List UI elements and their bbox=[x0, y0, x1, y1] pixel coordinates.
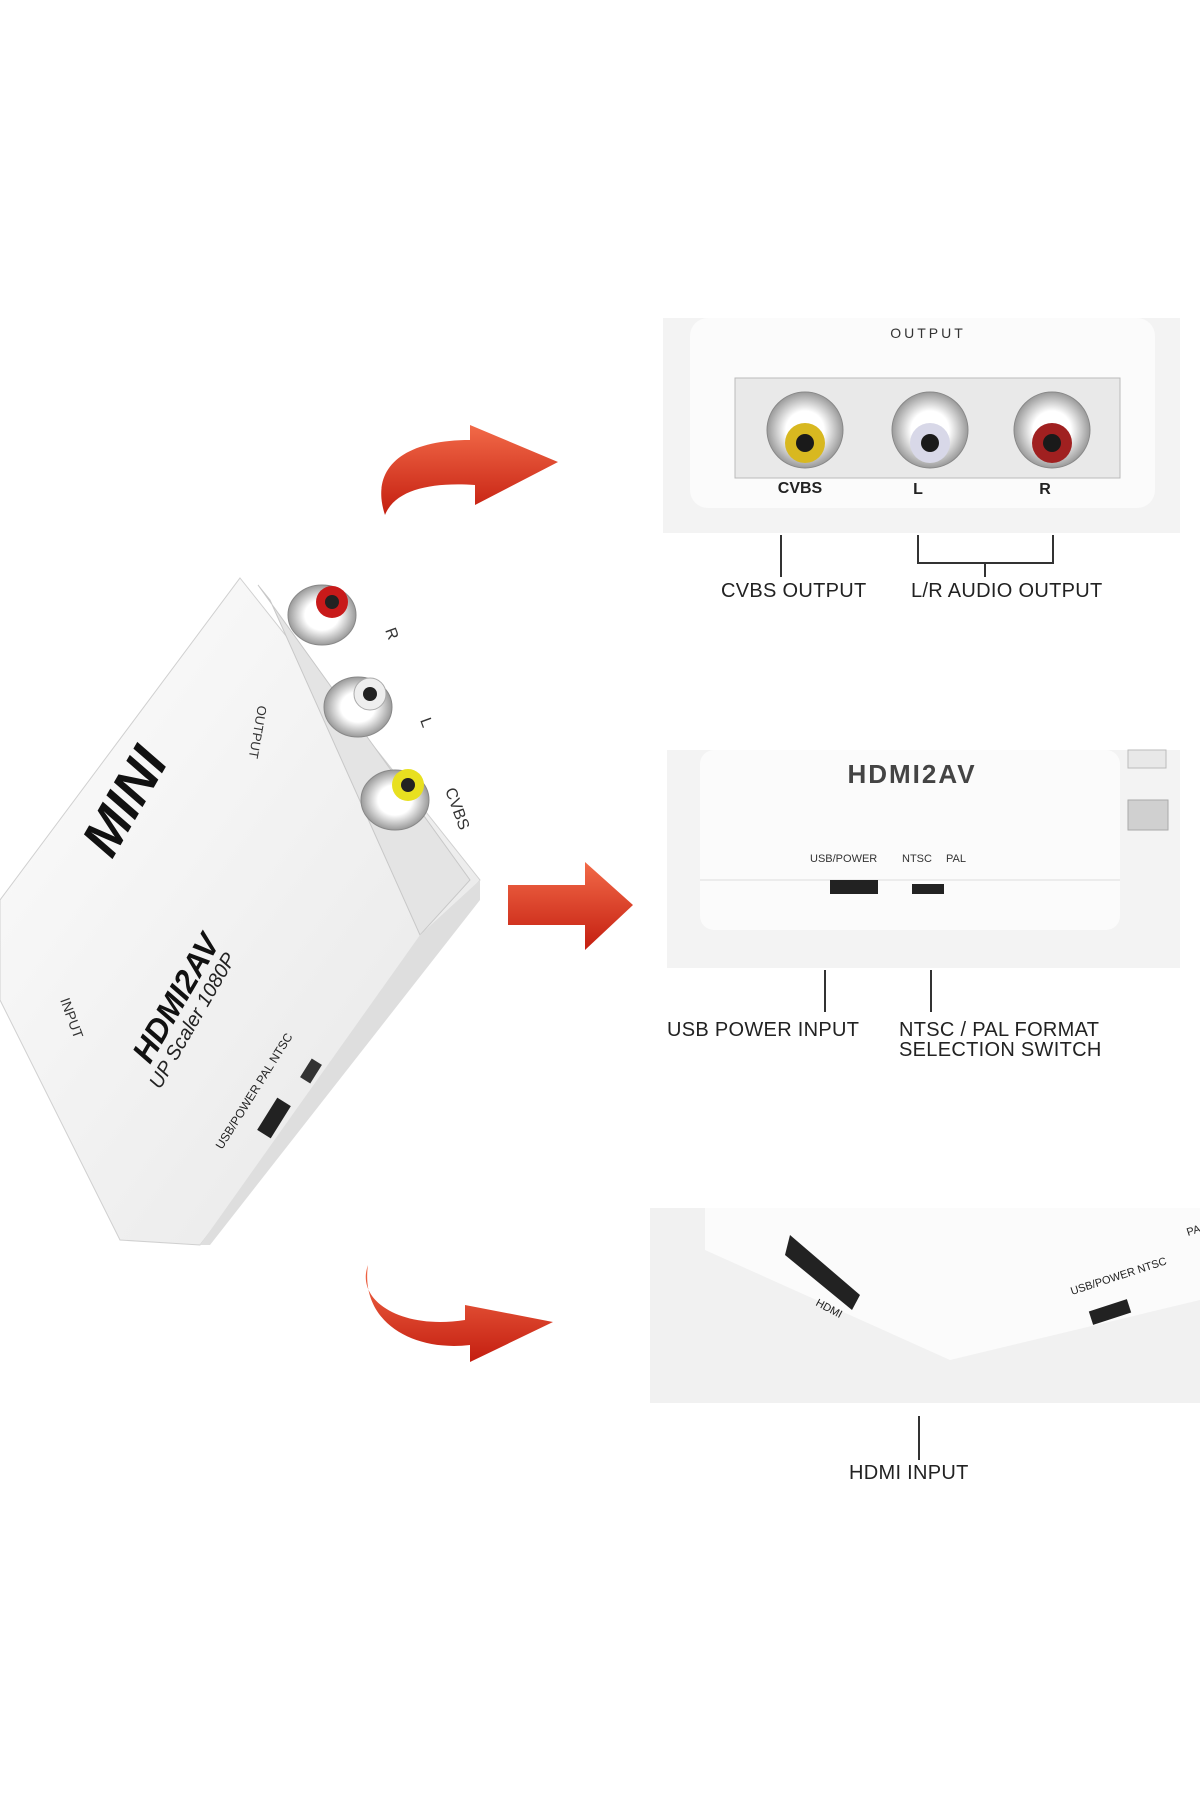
bracket-left bbox=[917, 535, 919, 563]
callout-format-switch-line1: NTSC / PAL FORMAT bbox=[899, 1019, 1100, 1041]
callout-line-cvbs bbox=[780, 535, 782, 577]
usb-port bbox=[1088, 1299, 1132, 1325]
jack-l bbox=[891, 391, 969, 469]
jack-r bbox=[1013, 391, 1091, 469]
input-panel: HDMI USB/POWER NTSC PA bbox=[650, 1208, 1200, 1403]
main-device: R L CVBS OUTPUT MINI HDMI2AV UP Scaler 1… bbox=[0, 577, 481, 1246]
curved-arrow-bottom-icon bbox=[365, 1265, 553, 1362]
rca-jack-yellow bbox=[360, 769, 430, 831]
callout-line-switch bbox=[930, 970, 932, 1012]
side-model-text: HDMI2AV bbox=[847, 759, 976, 789]
format-switch bbox=[912, 884, 944, 894]
port-label-cvbs: CVBS bbox=[441, 786, 472, 833]
jack-label-r: R bbox=[1039, 481, 1051, 498]
callout-hdmi-input: HDMI INPUT bbox=[849, 1462, 969, 1484]
callout-usb-power-input: USB POWER INPUT bbox=[667, 1019, 860, 1041]
callout-cvbs-output: CVBS OUTPUT bbox=[721, 580, 867, 602]
side-panel: HDMI2AV USB/POWER NTSC PAL bbox=[667, 749, 1180, 968]
callout-lr-audio-output: L/R AUDIO OUTPUT bbox=[911, 580, 1103, 602]
callout-line-hdmi bbox=[918, 1416, 920, 1460]
jack-label-l: L bbox=[913, 481, 923, 498]
straight-arrow-middle-icon bbox=[508, 862, 633, 950]
bracket-stem bbox=[984, 562, 986, 577]
pal-label: PAL bbox=[946, 853, 966, 865]
switch bbox=[300, 1058, 322, 1084]
hdmi-port bbox=[785, 1235, 860, 1310]
jack-cvbs bbox=[766, 391, 844, 469]
port-label-r: R bbox=[381, 626, 401, 643]
callout-format-switch-line2: SELECTION SWITCH bbox=[899, 1039, 1102, 1061]
output-panel: OUTPUT CVBS L R bbox=[663, 318, 1180, 533]
ntsc-label: NTSC bbox=[902, 853, 932, 865]
output-header: OUTPUT bbox=[890, 325, 966, 341]
callout-line-usb bbox=[824, 970, 826, 1012]
usb-power-label: USB/POWER bbox=[810, 853, 877, 865]
jack-label-cvbs: CVBS bbox=[778, 480, 823, 497]
bracket-right bbox=[1052, 535, 1054, 563]
usb-port bbox=[830, 880, 878, 894]
curved-arrow-top-icon bbox=[381, 425, 558, 515]
input-side-label-extra: PA bbox=[1185, 1223, 1200, 1239]
usb-port bbox=[257, 1097, 291, 1139]
rca-jack-white bbox=[323, 676, 393, 738]
rca-jack-red bbox=[287, 584, 357, 646]
port-label-l: L bbox=[416, 716, 435, 730]
